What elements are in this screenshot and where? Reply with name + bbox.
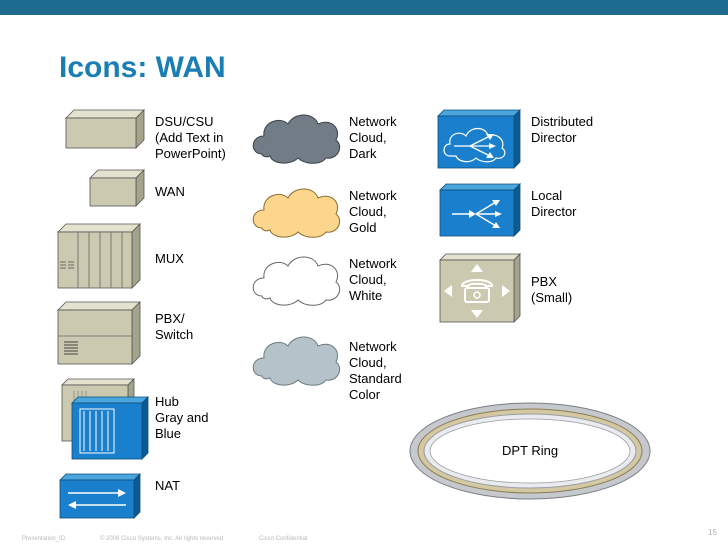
- dsu-csu-icon: [65, 109, 145, 149]
- distributed-director-icon: [437, 109, 521, 169]
- local-director-label: Local Director: [531, 188, 577, 219]
- network-cloud-standard-label: Network Cloud, Standard Color: [349, 339, 402, 402]
- network-cloud-standard-icon: [252, 336, 341, 386]
- pbx-small-icon: [439, 253, 521, 323]
- network-cloud-gold-icon: [252, 188, 341, 238]
- pbx-switch-icon: [57, 301, 141, 365]
- dpt-ring-label: DPT Ring: [501, 443, 559, 458]
- top-accent-bar: [0, 0, 728, 15]
- local-director-icon: [439, 183, 521, 237]
- pbx-switch-label: PBX/ Switch: [155, 311, 194, 342]
- pbx-small-label: PBX (Small): [531, 274, 573, 305]
- network-cloud-dark-label: Network Cloud, Dark: [349, 114, 397, 161]
- nat-icon: [59, 473, 141, 519]
- mux-icon: [57, 223, 141, 289]
- network-cloud-white-label: Network Cloud, White: [349, 256, 397, 303]
- footer-presentation-id: Presentation_ID: [22, 536, 66, 542]
- hub-icon: [61, 378, 149, 460]
- wan-icon: [89, 169, 145, 207]
- dpt-ring-icon: [409, 402, 651, 500]
- network-cloud-white-icon: [252, 256, 341, 306]
- network-cloud-dark-icon: [252, 114, 341, 164]
- footer-copyright: © 2006 Cisco Systems, Inc. All rights re…: [100, 536, 225, 542]
- mux-label: MUX: [155, 251, 184, 266]
- network-cloud-gold-label: Network Cloud, Gold: [349, 188, 397, 235]
- dsu-csu-label: DSU/CSU (Add Text in PowerPoint): [155, 114, 226, 161]
- footer-confidential: Cisco Confidential: [259, 536, 308, 542]
- hub-label: Hub Gray and Blue: [155, 394, 209, 441]
- nat-label: NAT: [155, 478, 181, 493]
- page-number: 15: [708, 528, 717, 537]
- distributed-director-label: Distributed Director: [531, 114, 594, 145]
- page-title: Icons: WAN: [59, 51, 226, 84]
- wan-label: WAN: [155, 184, 185, 199]
